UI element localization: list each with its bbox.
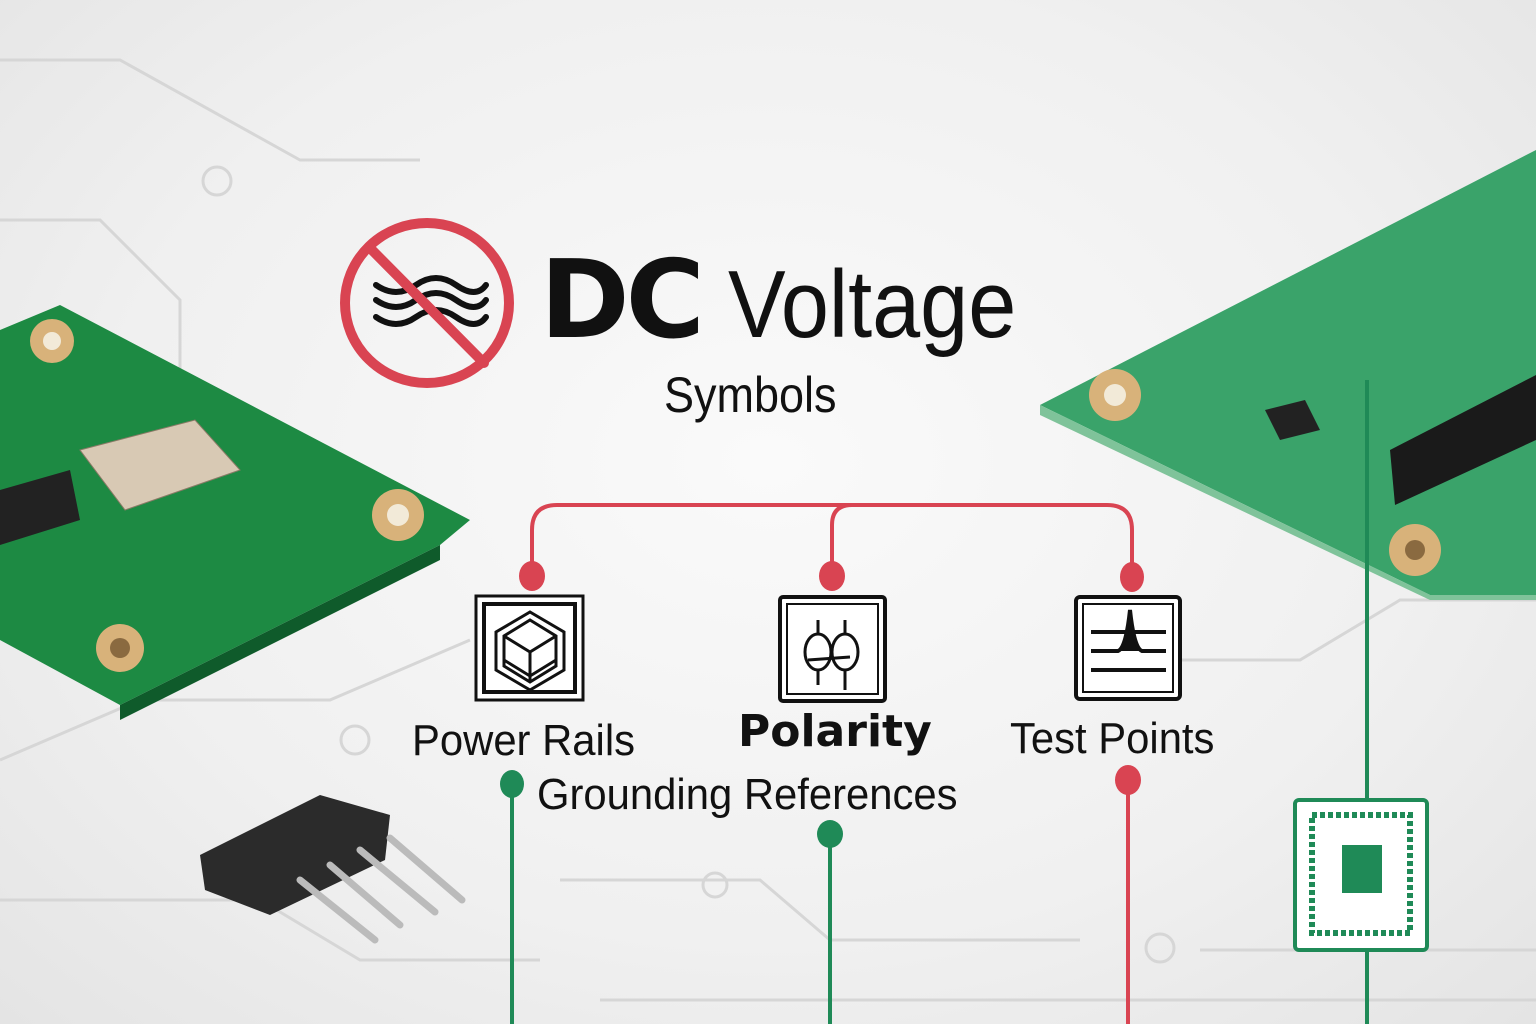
connector-lines <box>510 380 1369 1024</box>
left-pcb-board <box>0 305 470 720</box>
right-pcb-board <box>1040 150 1536 600</box>
label-test-points: Test Points <box>1010 714 1215 763</box>
chip-component <box>1293 798 1429 952</box>
title-rest: Voltage <box>728 251 1017 358</box>
label-polarity: Polarity <box>738 706 932 757</box>
peak-signal-icon <box>1074 595 1182 701</box>
polarity-icon <box>778 595 887 703</box>
three-pin-component <box>200 795 466 944</box>
no-ac-wave-icon <box>340 218 514 388</box>
label-power-rails: Power Rails <box>412 716 636 765</box>
title-bold: DC <box>540 238 705 363</box>
cube-icon <box>474 594 585 702</box>
subtitle: Symbols <box>664 367 837 423</box>
connector-dots <box>500 561 1144 848</box>
label-grounding-references: Grounding References <box>537 770 958 819</box>
